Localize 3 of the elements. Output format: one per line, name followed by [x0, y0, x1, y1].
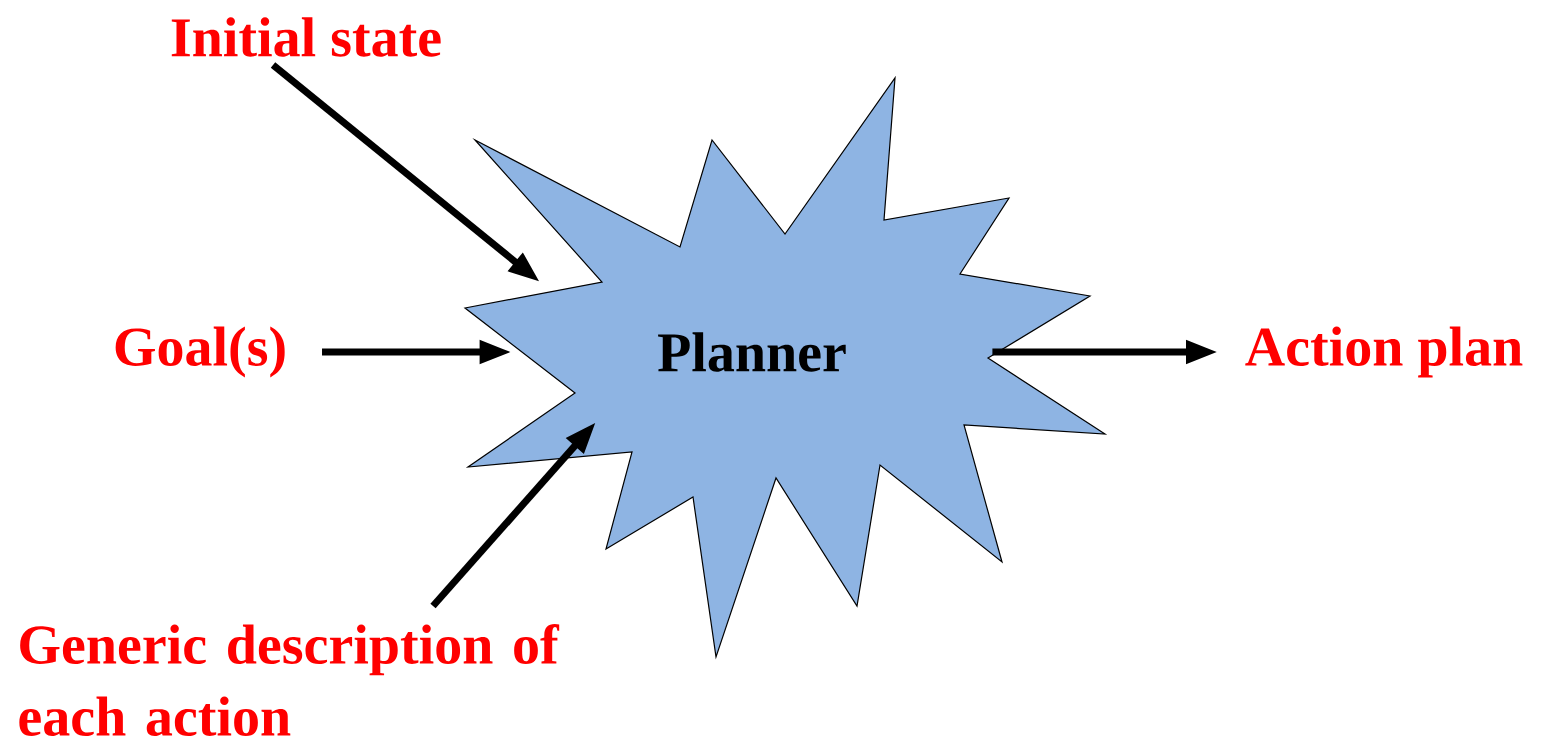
input-label: Goal(s) — [115, 326, 285, 378]
input-label: Initial state — [171, 17, 441, 57]
output-label: Action plan — [1245, 326, 1523, 378]
